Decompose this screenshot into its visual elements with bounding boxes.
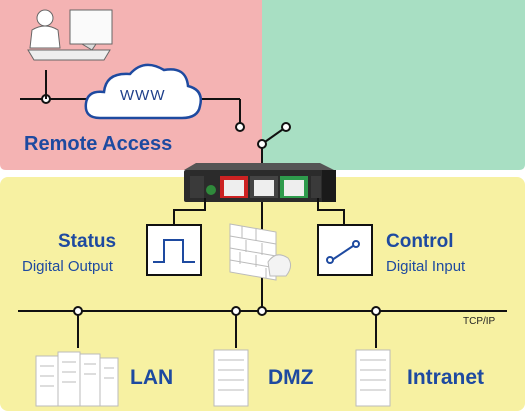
control-zone — [262, 0, 525, 170]
network-node-lan: LAN — [130, 366, 174, 389]
cloud-label: WWW — [120, 87, 166, 104]
remote-user-icon — [27, 9, 113, 61]
device-icon — [184, 163, 336, 202]
server-icon — [355, 349, 391, 407]
firewall-icon — [229, 223, 292, 281]
control-subtitle: Digital Input — [386, 258, 466, 275]
junction-dot — [235, 122, 245, 132]
status-box — [146, 224, 202, 276]
status-subtitle: Digital Output — [22, 258, 113, 275]
junction-dot — [73, 306, 83, 316]
network-node-dmz: DMZ — [268, 366, 314, 389]
server-icon — [35, 351, 119, 407]
junction-dot — [371, 306, 381, 316]
switch-icon — [326, 240, 360, 264]
control-title: Control — [386, 231, 454, 252]
pulse-icon — [153, 239, 195, 263]
cloud-icon — [84, 63, 202, 120]
bus-label: TCP/IP — [463, 316, 496, 327]
server-icon — [213, 349, 249, 407]
status-title: Status — [58, 231, 117, 252]
junction-dot — [231, 306, 241, 316]
junction-dot — [257, 306, 267, 316]
remote-access-title: Remote Access — [24, 133, 173, 155]
control-box — [317, 224, 373, 276]
network-node-intranet: Intranet — [407, 366, 485, 389]
